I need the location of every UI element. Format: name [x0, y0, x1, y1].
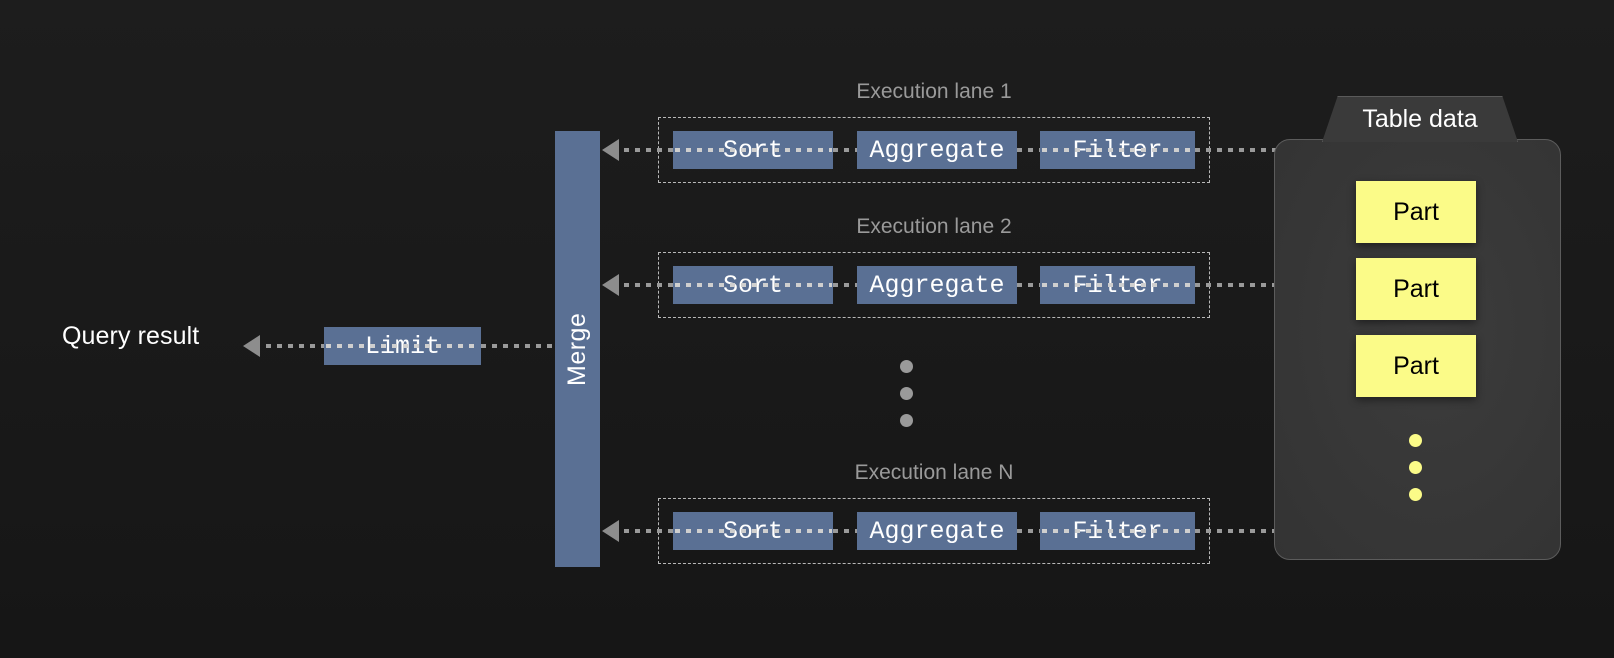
lane-n-connector-to-merge: [624, 529, 676, 533]
table-data-ellipsis-dot: [1409, 488, 1422, 501]
lane-n-connector-sort-aggregate: [833, 529, 859, 533]
lane-1-arrow-to-merge-icon: [602, 139, 619, 161]
lane-1-title: Execution lane 1: [856, 80, 1012, 103]
lane-1-stage-aggregate[interactable]: Aggregate: [857, 131, 1017, 169]
table-data-part[interactable]: Part: [1356, 335, 1476, 397]
lane-2-connector-to-table-data: [1195, 283, 1280, 287]
lane-2-connector-sort-aggregate: [833, 283, 859, 287]
lane-2-dots-through-sort: [675, 283, 832, 287]
lane-1-connector-sort-aggregate: [833, 148, 859, 152]
lane-2-title: Execution lane 2: [856, 215, 1012, 238]
lane-2-dots-through-filter: [1042, 283, 1194, 287]
lane-1-connector-to-merge: [624, 148, 676, 152]
lane-2-connector-to-merge: [624, 283, 676, 287]
connector-merge-to-limit: [481, 344, 557, 348]
table-data-part[interactable]: Part: [1356, 181, 1476, 243]
lane-2-arrow-to-merge-icon: [602, 274, 619, 296]
lane-1-connector-aggregate-filter: [1017, 148, 1043, 152]
lane-n-title: Execution lane N: [854, 461, 1014, 484]
table-data-ellipsis-dot: [1409, 461, 1422, 474]
lane-n-arrow-to-merge-icon: [602, 520, 619, 542]
table-data-ellipsis-dot: [1409, 434, 1422, 447]
merge-label: Merge: [563, 312, 591, 386]
lane-2-connector-aggregate-filter: [1017, 283, 1043, 287]
table-data-part[interactable]: Part: [1356, 258, 1476, 320]
table-data-title: Table data: [1362, 105, 1478, 133]
lane-ellipsis-dot: [900, 414, 913, 427]
lane-n-stage-aggregate[interactable]: Aggregate: [857, 512, 1017, 550]
lane-1-connector-to-table-data: [1195, 148, 1280, 152]
table-data-tab: [1322, 96, 1518, 142]
lane-n-dots-through-filter: [1042, 529, 1194, 533]
lane-2-stage-aggregate[interactable]: Aggregate: [857, 266, 1017, 304]
arrow-to-query-result-icon: [243, 335, 260, 357]
lane-ellipsis-dot: [900, 387, 913, 400]
lane-ellipsis-dot: [900, 360, 913, 373]
lane-1-dots-through-sort: [675, 148, 832, 152]
query-result-label: Query result: [62, 322, 200, 350]
lane-1-dots-through-filter: [1042, 148, 1194, 152]
lane-n-dots-through-sort: [675, 529, 832, 533]
connector-through-limit: [326, 344, 480, 348]
lane-n-connector-to-table-data: [1195, 529, 1280, 533]
connector-limit-to-result: [266, 344, 326, 348]
lane-n-connector-aggregate-filter: [1017, 529, 1043, 533]
merge-operator-bar[interactable]: Merge: [555, 131, 600, 567]
